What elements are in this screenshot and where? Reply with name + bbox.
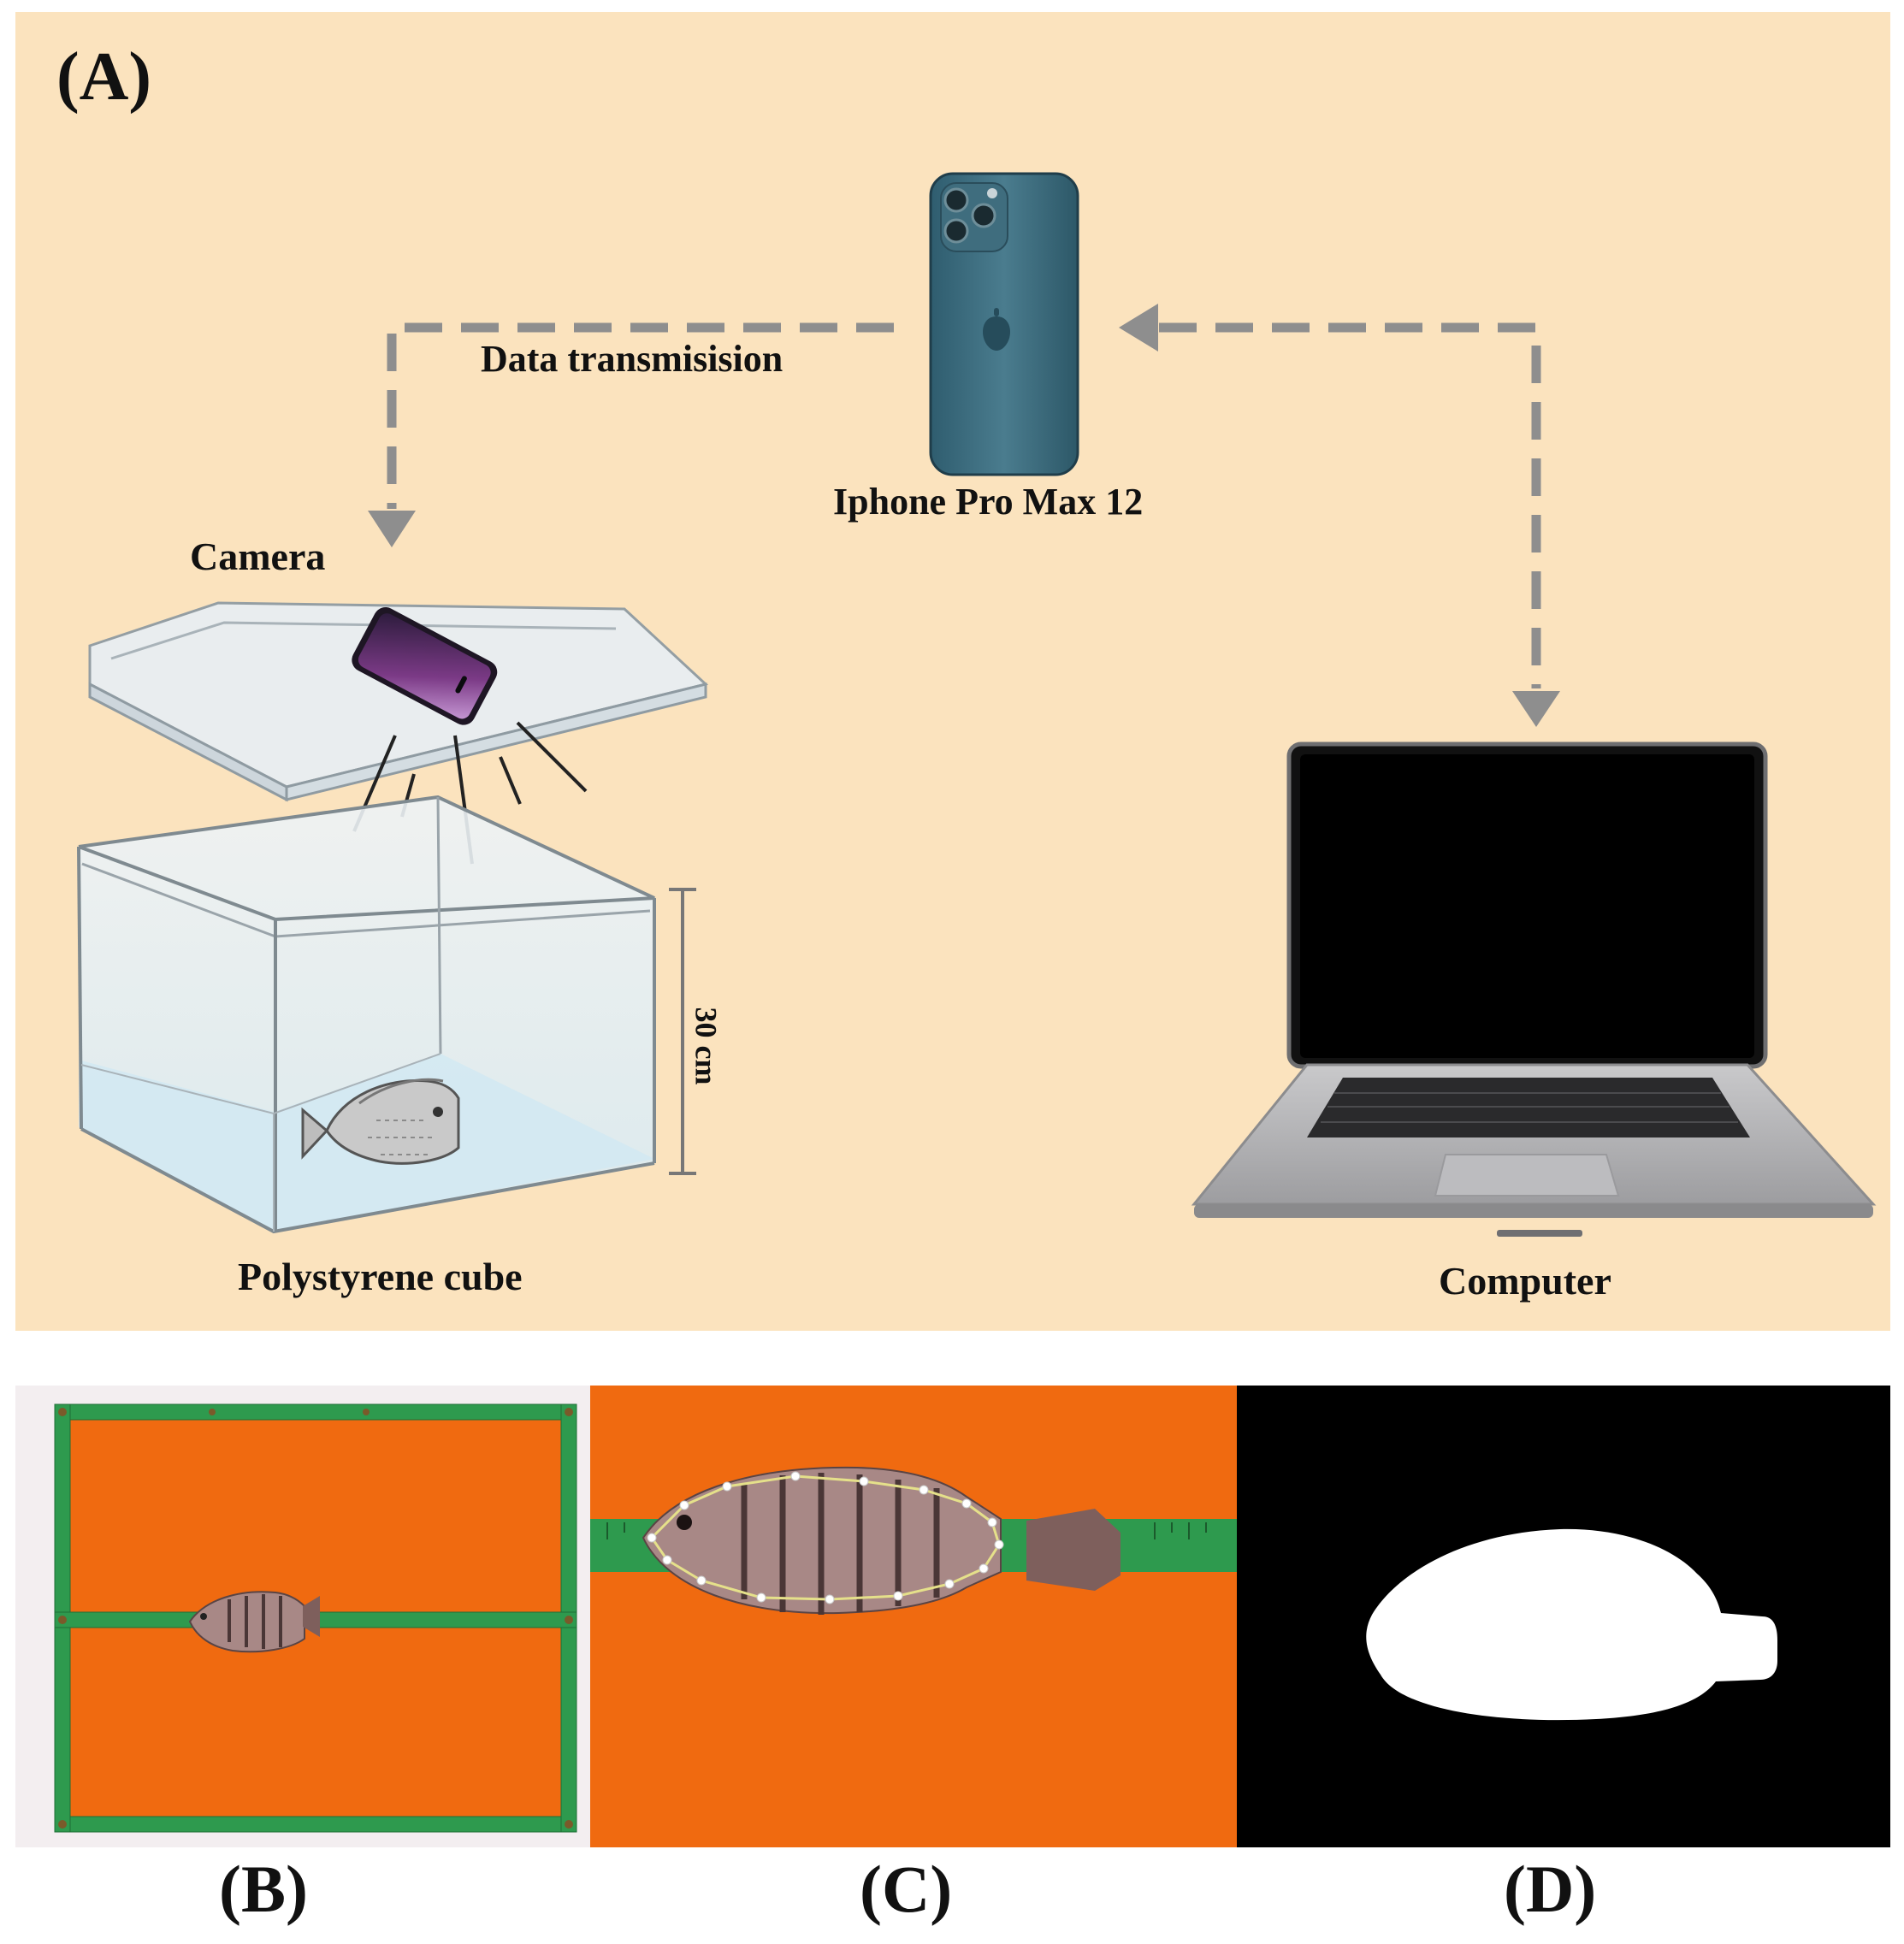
panel-c-photo [590, 1386, 1237, 1847]
camera-tray [88, 601, 709, 802]
panel-b-photo [15, 1386, 590, 1847]
transmission-arrow-to-camera [387, 322, 894, 509]
computer-label: Computer [1439, 1259, 1611, 1303]
panel-d-letter: (D) [1504, 1852, 1597, 1926]
fish-mask-shape [1366, 1528, 1777, 1721]
fish-icon [301, 1078, 460, 1165]
arrow-head-camera [368, 511, 416, 547]
camera-phone-icon [352, 606, 498, 725]
arrow-head-phone [1119, 304, 1158, 352]
camera-label: Camera [190, 535, 326, 578]
panel-c-letter: (C) [860, 1852, 953, 1926]
fish-photo-b-icon [188, 1591, 320, 1653]
laptop-icon [1191, 742, 1877, 1237]
height-dimension [669, 888, 696, 1175]
data-transmission-label: Data transmisision [481, 338, 783, 380]
panel-b-letter: (B) [219, 1852, 308, 1926]
iphone-icon [929, 172, 1079, 476]
fish-photo-c-icon [642, 1466, 1121, 1615]
arrow-head-computer [1512, 691, 1560, 727]
iphone-label: Iphone Pro Max 12 [833, 481, 1144, 523]
transmission-arrow-to-computer [1159, 322, 1541, 688]
box-icon [77, 795, 656, 1234]
height-label: 30 cm [689, 1007, 724, 1085]
cube-label: Polystyrene cube [238, 1255, 523, 1298]
panel-a-letter: (A) [56, 39, 152, 115]
panel-d-mask [1237, 1386, 1890, 1847]
